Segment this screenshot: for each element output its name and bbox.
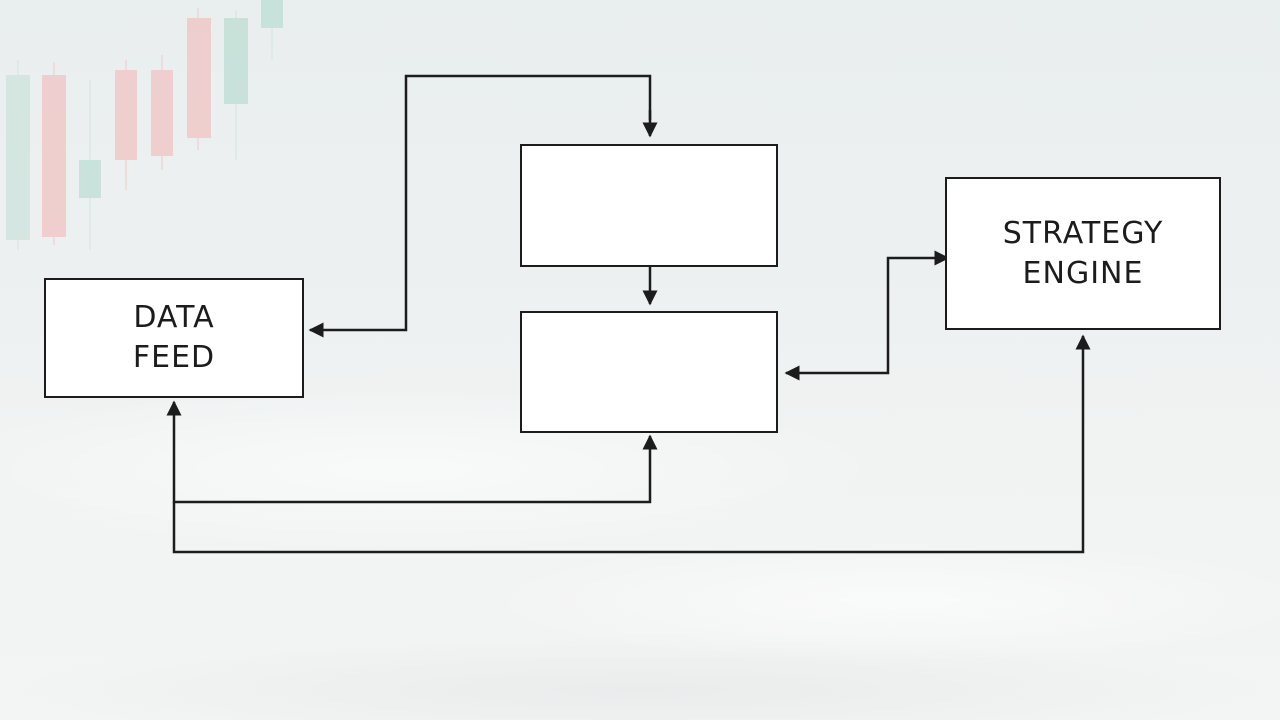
strategy-engine-label-line1: STRATEGY	[1002, 215, 1164, 251]
data-feed-node: DATA FEED	[44, 278, 304, 398]
data-feed-label-line1: DATA	[133, 300, 215, 335]
candle	[6, 75, 30, 240]
candle	[42, 75, 66, 237]
candle	[187, 18, 211, 138]
connector-datafeed-strategy	[172, 334, 1091, 554]
connector-strategy-middle	[784, 250, 950, 381]
strategy-engine-node: STRATEGY ENGINE	[945, 177, 1221, 330]
middle-process-node	[520, 311, 778, 433]
top-process-node	[520, 144, 778, 267]
data-feed-label-line2: FEED	[132, 340, 216, 375]
candle	[261, 0, 283, 28]
candle	[151, 70, 173, 156]
strategy-engine-label-line2: ENGINE	[1022, 255, 1144, 291]
connector-datafeed-middle	[166, 400, 658, 504]
candle	[115, 70, 137, 160]
connector-datafeed-top	[308, 74, 658, 338]
candle	[224, 18, 248, 104]
candle	[79, 160, 101, 198]
